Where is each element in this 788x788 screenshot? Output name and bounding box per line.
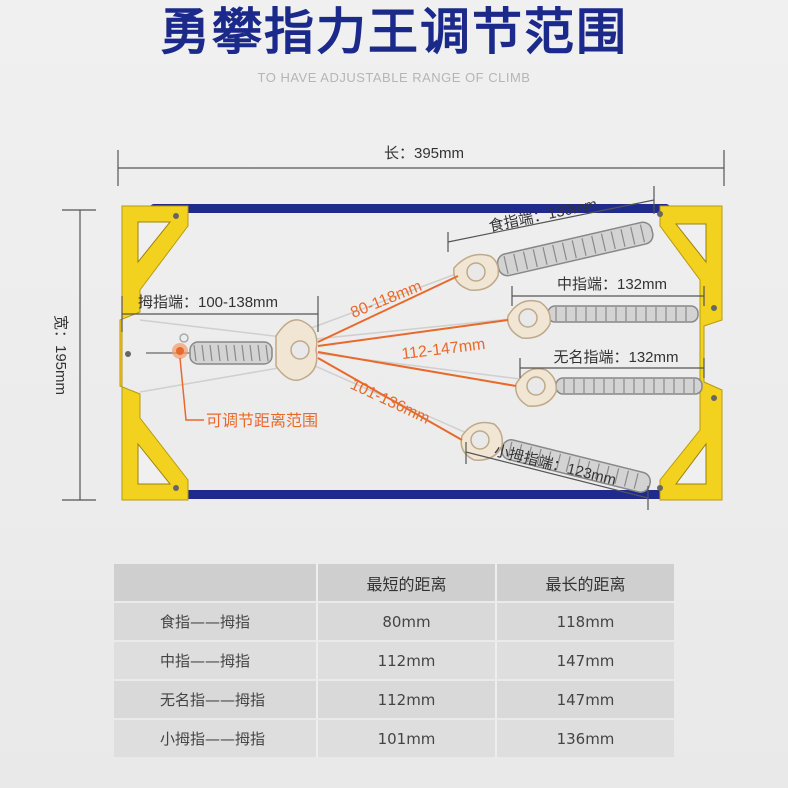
length-label: 长：395mm — [384, 145, 464, 162]
range-table: 最短的距离 最长的距离 食指——拇指 80mm 118mm 中指——拇指 112… — [114, 562, 674, 759]
row-max: 147mm — [497, 642, 674, 679]
width-label: 宽：195mm — [52, 315, 69, 395]
row-min: 101mm — [318, 720, 495, 757]
trainer-diagram: 长：395mm 宽：195mm — [52, 145, 725, 510]
middle-end-dimension — [511, 286, 705, 306]
range-pinky-label: 101-136mm — [348, 376, 433, 427]
thumb-end-dimension — [121, 296, 319, 332]
table-header-blank — [114, 564, 316, 601]
row-label: 食指——拇指 — [114, 603, 316, 640]
table-row: 无名指——拇指 112mm 147mm — [114, 681, 674, 718]
row-label: 小拇指——拇指 — [114, 720, 316, 757]
index-end-dimension — [447, 186, 655, 252]
width-dimension — [62, 209, 96, 501]
ring-end-dimension — [519, 358, 705, 378]
frame-bars — [150, 204, 670, 499]
row-min: 112mm — [318, 642, 495, 679]
range-index-label: 80-118mm — [348, 278, 424, 322]
left-frame-end — [119, 205, 189, 501]
index-end-label: 食指端：130mm — [487, 196, 598, 236]
row-label: 无名指——拇指 — [114, 681, 316, 718]
springs — [146, 221, 703, 493]
finger-rings — [275, 253, 558, 461]
middle-end-label: 中指端：132mm — [557, 276, 667, 293]
table-row: 小拇指——拇指 101mm 136mm — [114, 720, 674, 757]
table-header-max: 最长的距离 — [497, 564, 674, 601]
row-max: 118mm — [497, 603, 674, 640]
pinky-end-dimension — [465, 442, 649, 510]
right-frame-end — [657, 205, 723, 501]
strings — [139, 267, 529, 439]
adjustable-note: 可调节距离范围 — [206, 412, 318, 430]
ring-end-label: 无名指端：132mm — [553, 349, 678, 366]
row-min: 112mm — [318, 681, 495, 718]
length-dimension — [117, 150, 725, 186]
table-header-row: 最短的距离 最长的距离 — [114, 564, 674, 601]
page-subtitle: TO HAVE ADJUSTABLE RANGE OF CLIMB — [257, 70, 531, 85]
range-middle-label: 112-147mm — [401, 336, 487, 363]
row-max: 147mm — [497, 681, 674, 718]
row-max: 136mm — [497, 720, 674, 757]
row-label: 中指——拇指 — [114, 642, 316, 679]
thumb-end-label: 拇指端：100-138mm — [138, 294, 278, 311]
range-lines — [317, 275, 517, 441]
table-header-min: 最短的距离 — [318, 564, 495, 601]
table-row: 中指——拇指 112mm 147mm — [114, 642, 674, 679]
page-title: 勇攀指力王调节范围 — [160, 3, 628, 61]
row-min: 80mm — [318, 603, 495, 640]
table-row: 食指——拇指 80mm 118mm — [114, 603, 674, 640]
adjustable-marker — [172, 343, 204, 421]
